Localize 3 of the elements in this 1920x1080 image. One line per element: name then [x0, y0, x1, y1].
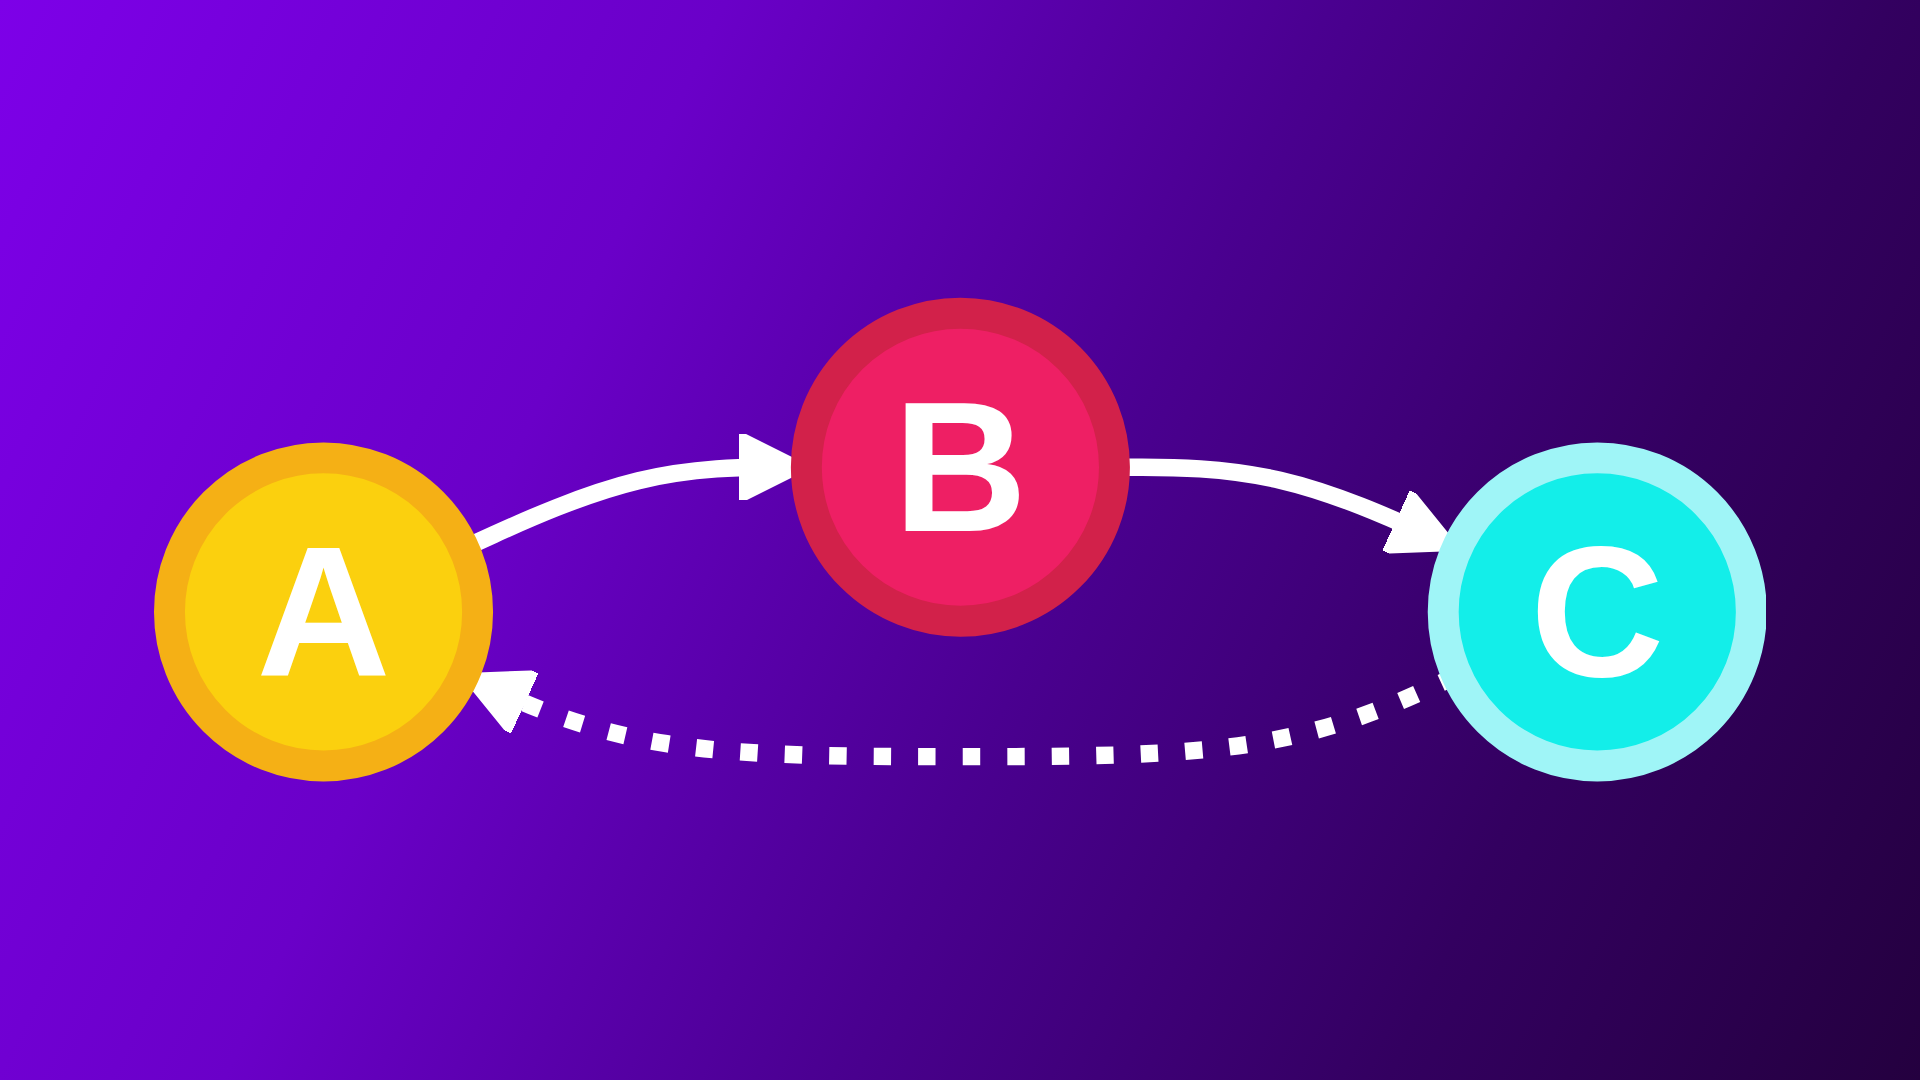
node-circle: A: [153, 442, 493, 782]
node-circle: B: [790, 298, 1130, 638]
node-circle: C: [1427, 442, 1767, 782]
